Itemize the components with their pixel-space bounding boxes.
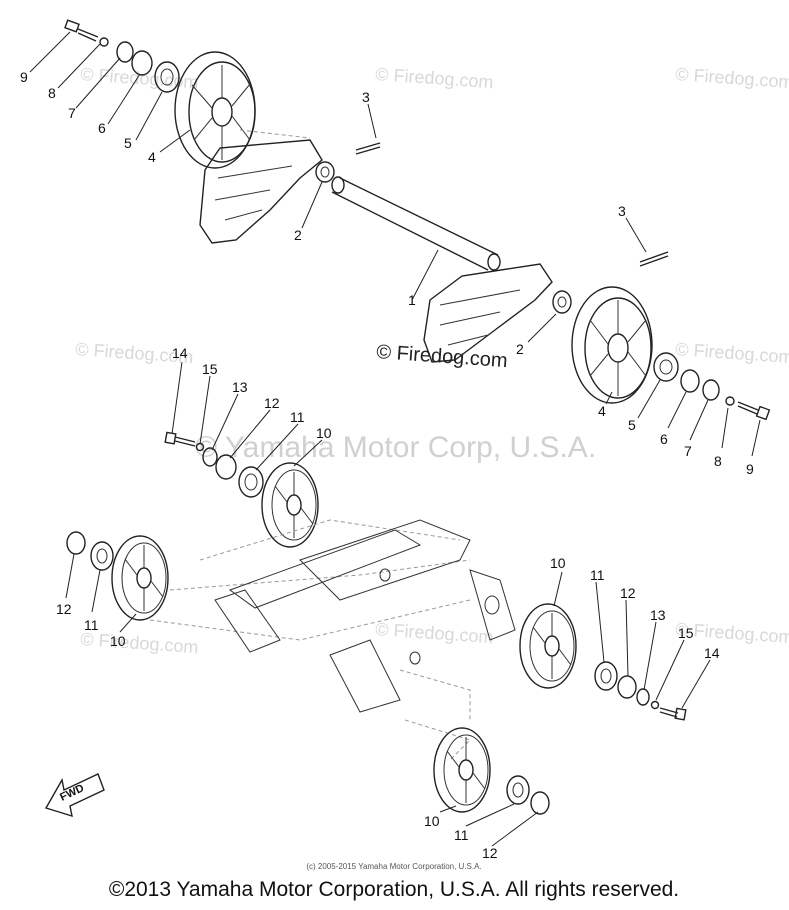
lower-right-wheel-stack <box>519 603 687 721</box>
callout-number: 4 <box>598 403 606 419</box>
callout-number: 7 <box>68 105 76 121</box>
callout-number: 13 <box>650 607 666 623</box>
idler-wheel-icon <box>519 603 577 689</box>
callout-number: 6 <box>660 431 668 447</box>
bolt-icon <box>737 401 771 421</box>
bushing-icon <box>315 161 335 183</box>
circlip-icon <box>215 454 237 480</box>
callout-number: 5 <box>124 135 132 151</box>
callout-number: 10 <box>110 633 126 649</box>
circlip-icon <box>530 791 550 815</box>
small-copyright: (c) 2005-2015 Yamaha Motor Corporation, … <box>306 862 481 871</box>
callout-number: 11 <box>454 827 469 843</box>
washer-icon <box>702 379 720 401</box>
bolt-icon <box>64 19 99 42</box>
idler-wheel-icon <box>571 286 653 404</box>
callout-number: 14 <box>172 345 188 361</box>
suspension-arm-icon <box>199 129 323 244</box>
idler-wheel-icon <box>433 727 491 813</box>
top-left-hub-assembly <box>64 19 381 244</box>
bearing-icon <box>506 775 530 805</box>
callout-number: 10 <box>550 555 566 571</box>
callout-number: 15 <box>202 361 218 377</box>
idler-wheel-icon <box>261 462 319 548</box>
callout-number: 8 <box>48 85 56 101</box>
washer-icon <box>202 447 218 467</box>
callout-number: 11 <box>590 567 605 583</box>
callout-number: 2 <box>516 341 524 357</box>
washer-icon <box>725 396 735 406</box>
watermark-firedog: © Firedog.com <box>675 64 789 92</box>
watermark-firedog: © Firedog.com <box>375 64 494 92</box>
lower-left-wheel-stack <box>66 531 169 621</box>
callout-number: 13 <box>232 379 248 395</box>
callout-number: 14 <box>704 645 720 661</box>
callout-number: 15 <box>678 625 694 641</box>
callout-number: 1 <box>408 292 416 308</box>
circlip-icon <box>131 50 153 76</box>
washer-icon <box>636 688 650 706</box>
washer-icon <box>650 700 660 710</box>
right-upper-hub-assembly <box>423 251 771 421</box>
callout-number: 9 <box>20 69 28 85</box>
copyright-notice: ©2013 Yamaha Motor Corporation, U.S.A. A… <box>109 878 679 901</box>
callout-leaders <box>29 31 761 847</box>
callout-number: 12 <box>482 845 498 861</box>
bolt-icon <box>164 431 196 447</box>
bushing-icon <box>552 290 572 314</box>
callout-number: 12 <box>620 585 636 601</box>
watermark-firedog: © Firedog.com <box>675 339 789 367</box>
watermark-firedog: © Firedog.com <box>80 629 199 657</box>
bearing-icon <box>154 61 180 93</box>
idler-wheel-icon <box>174 51 256 169</box>
callout-number: 4 <box>148 149 156 165</box>
pin-icon <box>639 251 669 267</box>
bearing-icon <box>90 541 114 571</box>
callout-number: 8 <box>714 453 722 469</box>
callout-number: 2 <box>294 227 302 243</box>
callout-number: 11 <box>84 617 99 633</box>
callout-labels: 9 8 7 6 5 4 3 2 1 3 2 4 5 6 7 8 9 14 15 … <box>20 69 754 861</box>
callout-number: 6 <box>98 120 106 136</box>
callout-number: 12 <box>264 395 280 411</box>
callout-number: 3 <box>362 89 370 105</box>
bearing-icon <box>653 352 679 382</box>
callout-number: 5 <box>628 417 636 433</box>
suspension-frame-icon <box>149 519 516 761</box>
suspension-arm-icon <box>423 263 553 363</box>
bearing-icon <box>594 661 618 691</box>
circlip-icon <box>680 369 700 393</box>
watermark-yamaha: © Yamaha Motor Corp, U.S.A. <box>195 431 596 464</box>
bearing-icon <box>238 466 264 498</box>
callout-number: 3 <box>618 203 626 219</box>
callout-number: 10 <box>316 425 332 441</box>
circlip-icon <box>66 531 86 555</box>
callout-number: 11 <box>290 409 305 425</box>
callout-number: 12 <box>56 601 72 617</box>
callout-number: 7 <box>684 443 692 459</box>
washer-icon <box>116 41 134 63</box>
callout-number: 10 <box>424 813 440 829</box>
watermark-firedog-center: © Firedog.com <box>376 341 509 372</box>
bottom-wheel-stack <box>433 727 550 815</box>
washer-icon <box>99 37 109 47</box>
circlip-icon <box>617 675 637 699</box>
callout-number: 9 <box>746 461 754 477</box>
middle-left-wheel-stack <box>164 431 319 548</box>
watermark-firedog: © Firedog.com <box>375 619 494 647</box>
pin-icon <box>355 142 381 155</box>
bolt-icon <box>659 707 687 721</box>
idler-wheel-icon <box>111 535 169 621</box>
cross-shaft-icon <box>331 176 501 271</box>
fwd-arrow-icon: FWD <box>44 773 105 818</box>
